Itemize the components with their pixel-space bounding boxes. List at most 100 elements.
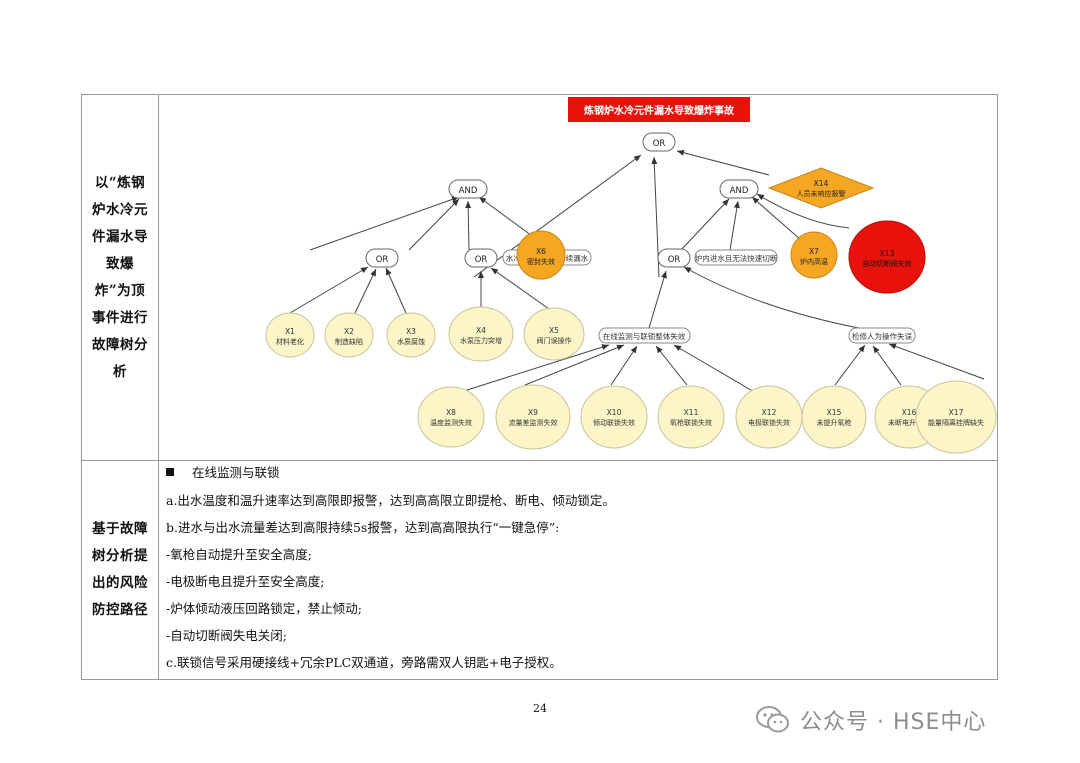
event-x14: X14 人员未响应报警	[767, 167, 875, 209]
edge-x1-or1	[289, 266, 369, 314]
event-x10: X10 倾动联锁失效	[580, 385, 648, 449]
event-x10-label: 倾动联锁失效	[593, 418, 635, 427]
square-bullet-icon	[166, 468, 174, 476]
event-x13: X13 自动切断阀失效	[848, 220, 926, 294]
event-x15-id: X15	[827, 408, 842, 417]
gate-and-right-label: AND	[730, 186, 749, 196]
event-x14-label: 人员未响应报警	[797, 189, 846, 198]
event-x15: X15 未提升氧枪	[801, 385, 867, 449]
measure-line: -电极断电且提升至安全高度;	[166, 574, 325, 589]
gate-or-2-label: OR	[475, 255, 488, 265]
edge-or1-and1	[309, 196, 460, 251]
edge-x7-and2	[751, 196, 802, 241]
edge-or3-and2	[680, 198, 730, 251]
document-table: 以“炼钢炉水冷元件漏水导致爆炸”为顶事件进行故障树分析 基于故障树分析提出的风险…	[81, 94, 998, 680]
event-x6-label: 密封失效	[527, 257, 555, 266]
event-i3-label: 在线监测与联锁整体失效	[603, 331, 686, 341]
event-x17-label: 能量隔离挂牌缺失	[928, 418, 984, 427]
edge-x10-i3	[610, 345, 638, 386]
measure-line: c.联锁信号采用硬接线+冗余PLC双通道，旁路需双人钥匙+电子授权。	[166, 655, 562, 670]
gate-or-2: OR	[464, 248, 498, 268]
gate-and-left-label: AND	[459, 186, 478, 196]
event-x3-id: X3	[406, 327, 416, 336]
edge-x13-and2	[756, 193, 850, 229]
gate-or-3-label: OR	[668, 255, 681, 265]
page-number: 24	[533, 702, 547, 715]
event-i4: 检修人为操作失误	[848, 327, 916, 344]
gate-or-1-label: OR	[376, 255, 389, 265]
event-x4-label: 水泵压力突增	[460, 336, 502, 345]
event-x7-id: X7	[809, 247, 819, 256]
gate-and-left: AND	[448, 179, 488, 199]
event-i2-label: 炉内进水且无法快速切断	[695, 253, 778, 263]
event-x2: X2 制造缺陷	[324, 312, 374, 358]
event-x10-id: X10	[607, 408, 622, 417]
event-x6: X6 密封失效	[516, 230, 566, 280]
edge-x14-or0	[676, 149, 770, 176]
row2-label: 基于故障树分析提出的风险防控路径	[92, 521, 148, 618]
edge-x5-or2	[490, 267, 550, 310]
gate-or-top-label: OR	[653, 139, 666, 149]
event-x12-id: X12	[762, 408, 777, 417]
event-x13-label: 自动切断阀失效	[863, 259, 912, 268]
event-i4-label: 检修人为操作失误	[852, 331, 912, 341]
event-x16-label: 未断电升电极	[888, 418, 930, 427]
gate-and-right: AND	[719, 179, 759, 199]
event-x6-id: X6	[536, 247, 546, 256]
top-event: 炼钢炉水冷元件漏水导致爆炸事故	[568, 97, 750, 122]
event-x7: X7 炉内高温	[790, 231, 838, 279]
event-x9-label: 流量差监测失效	[509, 418, 558, 427]
edge-x11-i3	[655, 345, 688, 386]
edge-i4-or3	[683, 266, 865, 330]
event-x11-label: 氧枪联锁失效	[670, 418, 712, 427]
row1-label-cell: 以“炼钢炉水冷元件漏水导致爆炸”为顶事件进行故障树分析	[82, 95, 158, 460]
measure-line: -炉体倾动液压回路锁定，禁止倾动;	[166, 601, 362, 616]
risk-measures-content: 在线监测与联锁 a.出水温度和温升速率达到高限即报警，达到高高限立即提枪、断电、…	[166, 463, 986, 676]
event-x12-label: 电极联锁失效	[748, 418, 790, 427]
event-x7-label: 炉内高温	[800, 257, 828, 266]
edge-i1-and1	[465, 200, 472, 251]
edge-x15-i4	[834, 344, 866, 386]
measure-line: -自动切断阀失电关闭;	[166, 628, 287, 643]
row1-label: 以“炼钢炉水冷元件漏水导致爆炸”为顶事件进行故障树分析	[92, 174, 148, 380]
measures-heading: 在线监测与联锁	[192, 465, 280, 480]
edge-x16-i4	[872, 345, 902, 386]
watermark-text: 公众号 · HSE中心	[800, 710, 987, 735]
watermark: 公众号 · HSE中心	[756, 702, 986, 738]
event-x17: X17 能量隔离挂牌缺失	[915, 380, 997, 454]
event-x5-id: X5	[549, 326, 559, 335]
edge-i3-or3	[648, 270, 667, 329]
event-x1-label: 材料老化	[276, 337, 304, 346]
edge-i2-and2	[729, 200, 740, 251]
event-x5-label: 阀门误操作	[537, 336, 572, 345]
gate-or-1: OR	[365, 248, 399, 268]
edge-x2-or1	[354, 268, 377, 314]
event-x9: X9 流量差监测失效	[495, 384, 571, 450]
event-x14-id: X14	[814, 179, 829, 188]
event-x13-id: X13	[880, 249, 895, 258]
event-x8-label: 温度监测失效	[430, 418, 472, 427]
event-x17-id: X17	[949, 408, 964, 417]
event-x8: X8 温度监测失效	[417, 386, 485, 448]
event-x16-id: X16	[902, 408, 917, 417]
measure-line: b.进水与出水流量差达到高限持续5s报警，达到高高限执行“一键急停”:	[166, 520, 560, 535]
event-x15-label: 未提升氧枪	[817, 418, 852, 427]
edge-x12-i3	[673, 344, 757, 394]
event-x8-id: X8	[446, 408, 456, 417]
measure-line: a.出水温度和温升速率达到高限即报警，达到高高限立即提枪、断电、倾动锁定。	[166, 493, 615, 508]
edge-or2-and1	[408, 198, 460, 251]
edge-x9-i3	[524, 344, 625, 386]
event-x3: X3 水质腐蚀	[386, 312, 436, 358]
event-x2-id: X2	[344, 327, 354, 336]
measure-line: -氧枪自动提升至安全高度;	[166, 547, 312, 562]
edge-x8-i3	[444, 344, 610, 398]
gate-or-3: OR	[657, 248, 691, 268]
row2-label-cell: 基于故障树分析提出的风险防控路径	[82, 460, 158, 680]
event-x11-id: X11	[684, 408, 699, 417]
event-x2-label: 制造缺陷	[335, 337, 363, 346]
event-x5: X5 阀门误操作	[523, 307, 585, 361]
edge-and1-or0	[473, 154, 642, 278]
top-event-label: 炼钢炉水冷元件漏水导致爆炸事故	[584, 104, 735, 117]
event-x1-id: X1	[285, 327, 295, 336]
event-i2: 炉内进水且无法快速切断	[694, 249, 778, 266]
